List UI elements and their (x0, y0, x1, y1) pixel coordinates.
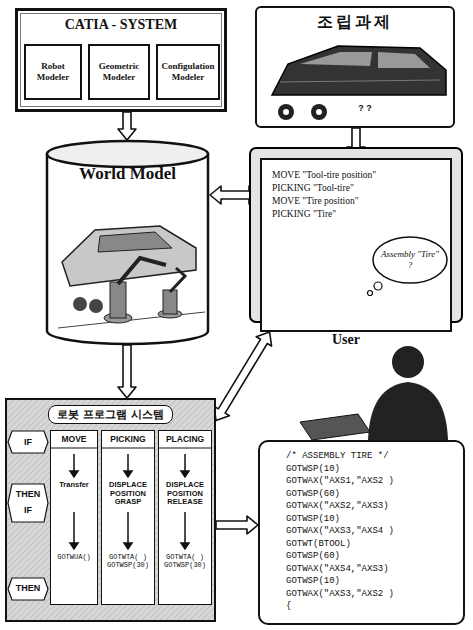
condition-cells (8, 431, 48, 600)
node-text: PICKING "Tool-tire" (272, 182, 440, 195)
node-text: GOTWUA() (51, 553, 97, 561)
wheel-parts (278, 104, 327, 120)
code-listing: /* ASSEMBLY TIRE */GOTWSP(10)GOTWAX("AXS… (258, 440, 465, 625)
command-column: PICKING DISPLACE POSITION GRASP GOTWTA( ) … (101, 430, 155, 605)
system-box: CATIA - SYSTEM Robot Modeler Geometric Mod… (15, 8, 227, 112)
node-text: GOTWAX("AXS2,"AXS3) (286, 500, 455, 513)
node-text: GOTWSP(10) (286, 463, 455, 476)
car-illustration (272, 46, 446, 95)
module-box: Configulation Modeler (156, 44, 220, 100)
node-text: DISPLACE POSITION RELEASE (159, 481, 211, 507)
node-title: Robot Modeler (28, 61, 78, 83)
node-title: Configulation Modeler (160, 61, 216, 83)
database-cylinder: World Model (45, 140, 210, 345)
module-box: Geometric Modeler (88, 44, 150, 100)
condition-label: THEN (8, 583, 48, 593)
module-box: Robot Modeler (24, 44, 82, 100)
node-text: GOTWAX("AXS4,"AXS3) (286, 563, 455, 576)
monitor-screen: MOVE "Tool-tire position"PICKING "Tool-t… (260, 158, 452, 332)
condition-label: IF (8, 437, 48, 447)
task-box: 조립과제 (255, 6, 455, 128)
node-text: GOTWAX("AXS3,"AXS2 ) (286, 588, 455, 601)
node-text: GOTWT(BTOOL) (286, 538, 455, 551)
node-text: MOVE "Tire position" (272, 195, 440, 208)
node-text: Transfer (51, 481, 97, 490)
node-title: Assembly "Tire" ? (380, 249, 440, 271)
node-title: 조립과제 (257, 12, 453, 33)
block-arrow (118, 112, 136, 140)
node-text: GOTWTA( ) GOTWSP(30) (159, 553, 211, 570)
panel-ground (6, 399, 215, 621)
node-text: GOTWSP(60) (286, 550, 455, 563)
node-text: GOTWAX("AXS3,"AXS4 ) (286, 525, 455, 538)
node-text: GOTWSP(10) (286, 575, 455, 588)
node-text: User (332, 332, 360, 348)
node-text: GOTWSP(10) (286, 513, 455, 526)
node-title: Geometric Modeler (92, 61, 146, 83)
user-figure (300, 346, 448, 440)
block-arrow (118, 345, 136, 398)
thought-bubble: Assembly "Tire" ? (372, 236, 448, 284)
node-text: PICKING "Tire" (272, 208, 440, 221)
part-mark: ? ? (343, 103, 387, 113)
condition-label: THEN (8, 489, 48, 499)
node-text: GOTWAX("AXS1,"AXS2 ) (286, 475, 455, 488)
node-title: CATIA - SYSTEM (18, 17, 224, 33)
node-title: /* ASSEMBLY TIRE */ (286, 450, 455, 463)
node-text: GOTWSP(60) (286, 488, 455, 501)
command-column: MOVE TransferGOTWUA() (50, 430, 98, 605)
node-title: PICKING (102, 434, 154, 444)
node-text: { (286, 600, 455, 613)
node-title: 로봇 프로그램 시스템 (48, 405, 173, 424)
node-title: MOVE (51, 434, 97, 444)
command-column: PLACING DISPLACE POSITION RELEASE GOTWTA( … (158, 430, 212, 605)
node-title: World Model (45, 164, 210, 184)
node-title: MOVE "Tool-tire position" (272, 169, 440, 182)
workcell-illustration (58, 226, 205, 328)
block-arrow (216, 516, 258, 534)
block-arrow (214, 332, 272, 420)
condition-label: IF (8, 505, 48, 515)
node-title: PLACING (159, 434, 211, 444)
column-grounds (50, 430, 212, 605)
node-text: DISPLACE POSITION GRASP (102, 481, 154, 507)
node-text: GOTWTA( ) GOTWSP(30) (102, 553, 154, 570)
